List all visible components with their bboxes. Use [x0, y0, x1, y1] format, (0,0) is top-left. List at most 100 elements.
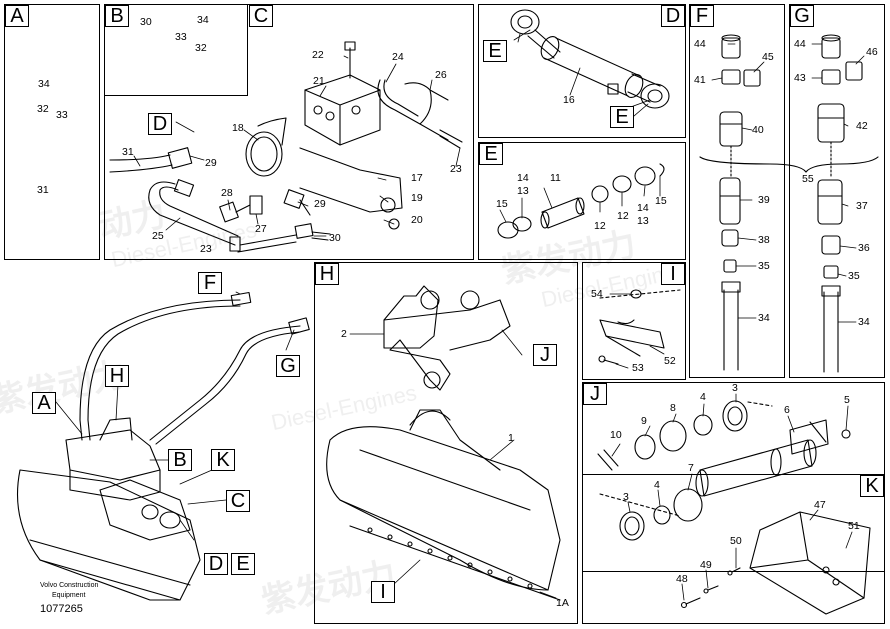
callout: 2 [341, 328, 347, 340]
callout: 14 [637, 202, 649, 214]
callout: 44 [694, 38, 706, 50]
callout: 48 [676, 573, 688, 585]
callout: 47 [814, 499, 826, 511]
panel-f [689, 4, 785, 378]
panel-f-drawing [720, 35, 760, 370]
panel-k-label: K [860, 475, 884, 497]
callout: 34 [758, 312, 770, 324]
callout: 5 [844, 394, 850, 406]
callout: 30 [329, 232, 341, 244]
callout: 15 [496, 198, 508, 210]
callout: 30 [140, 16, 152, 28]
overview-tag-h: H [105, 365, 129, 387]
overview-tag-k: K [211, 449, 235, 471]
callout: 35 [758, 260, 770, 272]
callout: 9 [641, 415, 647, 427]
callout: 18 [232, 122, 244, 134]
callout: 45 [762, 51, 774, 63]
callout: 8 [670, 402, 676, 414]
panel-f-label: F [690, 5, 714, 27]
callout: 29 [314, 198, 326, 210]
overview-tag-g: G [276, 355, 300, 377]
callout: 54 [591, 288, 603, 300]
callout: 38 [758, 234, 770, 246]
panel-c [104, 4, 474, 260]
panel-d-label: D [661, 5, 685, 27]
callout: 34 [38, 78, 50, 90]
panel-c-drawing [110, 42, 462, 252]
panel-i-drawing [599, 290, 680, 364]
callout: 31 [122, 146, 134, 158]
callout: 22 [312, 49, 324, 61]
panel-a [4, 4, 100, 260]
callout: 26 [435, 69, 447, 81]
panel-k [582, 474, 885, 624]
callout: 3 [732, 382, 738, 394]
callout: 15 [655, 195, 667, 207]
callout: 1A [556, 597, 569, 609]
callout: 32 [37, 103, 49, 115]
panel-h [314, 262, 578, 624]
panel-c-label: C [249, 5, 273, 27]
callout: 52 [664, 355, 676, 367]
panel-g-drawing [818, 35, 862, 372]
callout: 28 [221, 187, 233, 199]
panel-k-drawing [682, 512, 871, 614]
callout: 29 [205, 157, 217, 169]
panel-j-label: J [583, 383, 607, 405]
callout: 40 [752, 124, 764, 136]
shared-bracket-55 [700, 157, 878, 172]
panel-i [582, 262, 686, 380]
ref-tag-e: E [483, 40, 507, 62]
footer-brand: Volvo Construction [40, 582, 99, 589]
ref-tag-d: D [148, 113, 172, 135]
callout: 34 [197, 14, 209, 26]
callout: 16 [563, 94, 575, 106]
callout: 44 [794, 38, 806, 50]
panel-e-drawing [498, 164, 664, 238]
callout: 3 [623, 491, 629, 503]
callout: 51 [848, 520, 860, 532]
overview-tag-f: F [198, 272, 222, 294]
callout: 24 [392, 51, 404, 63]
callout: 10 [610, 429, 622, 441]
callout: 41 [694, 74, 706, 86]
callout: 14 [517, 172, 529, 184]
callout: 4 [700, 391, 706, 403]
callout: 33 [56, 109, 68, 121]
callout-shared: 55 [802, 173, 814, 185]
callout: 17 [411, 172, 423, 184]
overview-tag-b: B [168, 449, 192, 471]
callout: 23 [200, 243, 212, 255]
callout: 13 [637, 215, 649, 227]
ref-tag-i: I [371, 581, 395, 603]
overview-tag-c: C [226, 490, 250, 512]
callout: 31 [37, 184, 49, 196]
panel-i-label: I [661, 263, 685, 285]
footer-drawing-id: 1077265 [40, 603, 83, 615]
overview-tag-a: A [32, 392, 56, 414]
panel-g [789, 4, 885, 378]
panel-e [478, 142, 686, 260]
callout: 32 [195, 42, 207, 54]
callout: 7 [688, 462, 694, 474]
ref-tag-j: J [533, 344, 557, 366]
callout: 34 [858, 316, 870, 328]
panel-g-label: G [790, 5, 814, 27]
overview-drawing [18, 293, 310, 600]
callout: 50 [730, 535, 742, 547]
callout: 35 [848, 270, 860, 282]
callout: 23 [450, 163, 462, 175]
panel-h-drawing [327, 286, 560, 600]
ref-tag-e: E [610, 106, 634, 128]
panel-a-label: A [5, 5, 29, 27]
panel-d-drawing [511, 10, 669, 108]
callout: 42 [856, 120, 868, 132]
callout: 53 [632, 362, 644, 374]
panel-h-label: H [315, 263, 339, 285]
panel-d [478, 4, 686, 138]
callout: 12 [594, 220, 606, 232]
callout: 39 [758, 194, 770, 206]
callout: 11 [550, 172, 561, 184]
callout: 1 [508, 432, 514, 444]
